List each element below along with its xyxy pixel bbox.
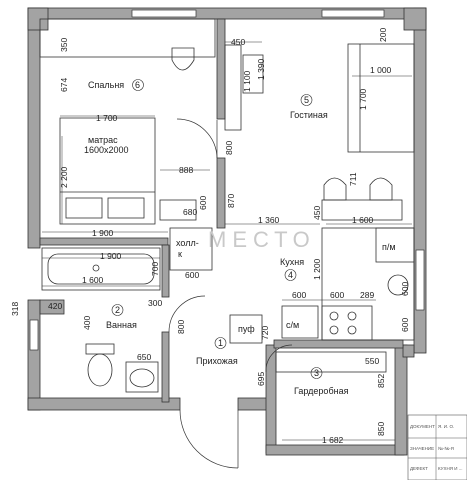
stamp-row-1: ДОКУМЕНТ — [410, 424, 435, 429]
mattress-label: матрас — [88, 135, 118, 145]
washer-label: с/м — [286, 320, 299, 330]
dim-label: 600 — [292, 290, 306, 300]
room-label-bathroom: Ванная — [106, 320, 137, 330]
dim-label: 800 — [176, 320, 186, 334]
dim-label: 200 — [378, 28, 388, 42]
dim-label: 674 — [59, 78, 69, 92]
dim-label: 318 — [10, 302, 20, 316]
dim-label: 870 — [226, 194, 236, 208]
dim-label: 1 600 — [352, 215, 374, 225]
dim-label: 1 900 — [92, 228, 114, 238]
dim-label: 600 — [400, 282, 410, 296]
dim-label: 888 — [179, 165, 193, 175]
dim-label: 420 — [48, 301, 62, 311]
dim-label: 680 — [183, 207, 197, 217]
title-stamp: ДОКУМЕНТ Я. И. О. ЗНАЧЕНИЕ №-№-Я ДЕФЕКТ … — [407, 414, 467, 480]
room-number-bedroom: 6 — [135, 80, 140, 90]
dim-label: 350 — [59, 38, 69, 52]
room-labels: Спальня 6 Гостиная 5 Кухня 4 Гардеробная… — [88, 79, 349, 396]
room-number-living: 5 — [304, 95, 309, 105]
room-label-bedroom: Спальня — [88, 80, 124, 90]
watermark: МЕСТО — [208, 227, 316, 252]
dim-label: 2 200 — [59, 166, 69, 188]
dim-label: 450 — [231, 37, 245, 47]
room-number-hall: 1 — [218, 338, 223, 348]
stamp-row-1-value: Я. И. О. — [438, 424, 454, 429]
room-number-kitchen: 4 — [288, 270, 293, 280]
room-label-hall: Прихожая — [196, 356, 238, 366]
dim-label: 1 390 — [256, 58, 266, 80]
dim-label: 1 000 — [370, 65, 392, 75]
dim-label: 600 — [185, 270, 199, 280]
stamp-row-3: ДЕФЕКТ — [410, 466, 428, 471]
dimension-labels: 1 700 450 1 000 888 680 1 360 1 600 1 90… — [48, 37, 392, 445]
mattress-size-label: 1600х2000 — [84, 145, 129, 155]
dim-label: 600 — [330, 290, 344, 300]
stamp-row-2-value: №-№-Я — [438, 446, 454, 451]
room-number-bathroom: 2 — [115, 305, 120, 315]
dim-label: 711 — [348, 172, 358, 186]
furniture-labels: матрас 1600х2000 холл- к п/м с/м пуф — [84, 135, 396, 334]
dim-label: 852 — [376, 374, 386, 388]
furniture — [39, 18, 415, 393]
doors — [168, 118, 293, 469]
pouf-label: пуф — [238, 324, 255, 334]
stamp-row-2: ЗНАЧЕНИЕ — [410, 446, 434, 451]
fridge-label-2: к — [178, 249, 182, 259]
room-label-kitchen: Кухня — [280, 257, 304, 267]
dimension-labels-vertical: 350 674 2 200 1 100 1 390 200 1 700 800 … — [10, 28, 410, 436]
dim-label: 650 — [137, 352, 151, 362]
stamp-row-3-value: КУХНЯ И ... — [438, 466, 463, 471]
dim-label: 450 — [312, 206, 322, 220]
dim-label: 300 — [148, 298, 162, 308]
dim-label: 1 600 — [82, 275, 104, 285]
dim-label: 700 — [150, 262, 160, 276]
dim-label: 600 — [400, 318, 410, 332]
dim-label: 289 — [360, 290, 374, 300]
dim-label: 550 — [365, 356, 379, 366]
dim-label: 1 200 — [312, 258, 322, 280]
dim-label: 695 — [256, 372, 266, 386]
fridge-label: холл- — [176, 238, 199, 248]
dim-label: 850 — [376, 422, 386, 436]
windows — [29, 9, 425, 351]
dim-label: 600 — [198, 196, 208, 210]
dim-label: 400 — [82, 316, 92, 330]
dim-label: 720 — [260, 326, 270, 340]
room-label-wardrobe: Гардеробная — [294, 386, 349, 396]
dim-label: 1 700 — [96, 113, 118, 123]
room-label-living: Гостиная — [290, 110, 328, 120]
dim-label: 1 700 — [358, 88, 368, 110]
dim-label: 800 — [224, 141, 234, 155]
dim-label: 1 682 — [322, 435, 344, 445]
room-number-wardrobe: 3 — [314, 368, 319, 378]
dimension-lines — [42, 41, 412, 441]
dim-label: 1 360 — [258, 215, 280, 225]
dishwasher-label: п/м — [382, 242, 396, 252]
dim-label: 1 900 — [100, 251, 122, 261]
dim-label: 1 100 — [242, 70, 252, 92]
